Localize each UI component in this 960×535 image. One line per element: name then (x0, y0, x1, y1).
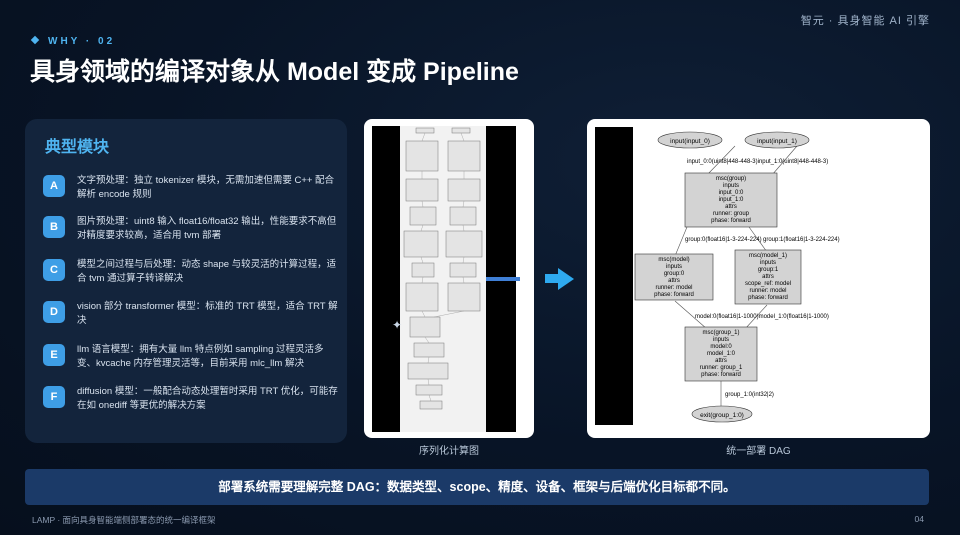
dag-exit-node (691, 405, 753, 423)
footer-text: LAMP · 面向具身智能端侧部署态的统一编译框架 (32, 515, 216, 525)
brand-label: 智元 · 具身智能 AI 引擎 (800, 15, 930, 27)
dag-node-text: attrs (725, 204, 737, 210)
dag-node-group (684, 172, 778, 228)
caption-serialized-graph: 序列化计算图 (419, 446, 479, 457)
dag-exit-label: exit(group_1:0) (700, 412, 744, 419)
dag-input-label: input(input_1) (757, 138, 797, 145)
module-text: diffusion 模型：一般配合动态处理暂时采用 TRT 优化，可能存在如 o… (77, 386, 338, 411)
dag-svg: input(input_0) input(input_1) input_0:0(… (595, 127, 925, 425)
summary-banner: 部署系统需要理解完整 DAG：数据类型、scope、精度、设备、框架与后端优化目… (25, 469, 929, 505)
dag-node-text: phase: forward (748, 295, 788, 301)
dag-edge-label: input_0:0(uint8|448-448-3)input_1:0(uint… (687, 159, 828, 165)
dag-node-text: msc(model_1) (749, 253, 787, 259)
dag-node-model (634, 253, 714, 301)
dag-node-text: msc(group_1) (702, 330, 739, 336)
dag-input-node (657, 131, 723, 149)
dag-node-text: msc(group) (716, 176, 746, 182)
caption-dag: 统一部署 DAG (726, 446, 791, 457)
dag-node-text: input_1:0 (719, 197, 744, 203)
module-badge: E (43, 344, 65, 366)
module-text: 模型之间过程与后处理：动态 shape 与较灵活的计算过程，适合 tvm 通过算… (77, 259, 337, 284)
dag-node-text: inputs (666, 264, 682, 270)
dag-node-text: phase: forward (654, 292, 694, 298)
panel-heading: 典型模块 (45, 139, 110, 156)
dag-node-text: runner: model (749, 288, 786, 294)
module-badge: B (43, 216, 65, 238)
dag-node-text: group:0 (664, 271, 685, 277)
dag-node-text: group:1 (758, 267, 779, 273)
dag-edge-label: model:0(float16|1-1000)model_1:0(float16… (695, 314, 829, 320)
module-badge: D (43, 301, 65, 323)
module-text: vision 部分 transformer 模型：标准的 TRT 模型，适合 T… (77, 301, 338, 326)
dag-node-text: runner: group_1 (700, 365, 743, 371)
page-number: 04 (914, 514, 924, 524)
dag-node-text: input_0:0 (719, 190, 744, 196)
dag-input-node (744, 131, 810, 149)
dag-node-text: attrs (668, 278, 680, 284)
dag-node-text: inputs (760, 260, 776, 266)
dag-node-text: runner: model (655, 285, 692, 291)
dag-edge-label: group_1:0(int32|2) (725, 392, 774, 398)
dag-node-text: phase: forward (711, 218, 751, 224)
deployment-dag-image: input(input_0) input(input_1) input_0:0(… (587, 119, 930, 438)
dag-node-text: attrs (762, 274, 774, 280)
dag-node-text: scope_ref: model (745, 281, 791, 287)
dag-input-label: input(input_0) (670, 138, 710, 145)
dag-node-text: model_1:0 (707, 351, 736, 357)
dag-node-text: attrs (715, 358, 727, 364)
dag-node-text: phase: forward (701, 372, 741, 378)
kicker-text: WHY · 02 (48, 36, 116, 47)
section-kicker: WHY · 02 (30, 35, 116, 47)
dag-edge-label: group:1(float16|1-3-224-224) (763, 237, 840, 243)
module-text: 图片预处理：uint8 输入 float16/float32 输出，性能要求不高… (77, 216, 337, 241)
dag-node-text: inputs (723, 183, 739, 189)
module-text: llm 语言模型：拥有大量 llm 特点例如 sampling 过程灵活多变、k… (77, 344, 324, 369)
dag-edge-label: group:0(float16|1-3-224-224) (685, 237, 762, 243)
typical-modules-panel: 典型模块 A 文字预处理：独立 tokenizer 模块，无需加速但需要 C++… (25, 119, 347, 443)
dag-node-text: msc(model) (658, 257, 689, 263)
diamond-icon (30, 35, 40, 45)
dag-node-text: model:0 (710, 344, 732, 350)
module-badge: C (43, 259, 65, 281)
module-badge: F (43, 386, 65, 408)
dag-node-text: inputs (713, 337, 729, 343)
module-badge: A (43, 175, 65, 197)
dag-node-model1 (734, 249, 802, 305)
module-text: 文字预处理：独立 tokenizer 模块，无需加速但需要 C++ 配合解析 e… (77, 175, 335, 200)
dag-node-text: runner: group (713, 211, 750, 217)
slide-title: 具身领域的编译对象从 Model 变成 Pipeline (30, 58, 519, 86)
sparkle-icon: ✦ (392, 318, 403, 332)
dag-node-group1 (684, 326, 758, 382)
connector-line (486, 277, 520, 281)
